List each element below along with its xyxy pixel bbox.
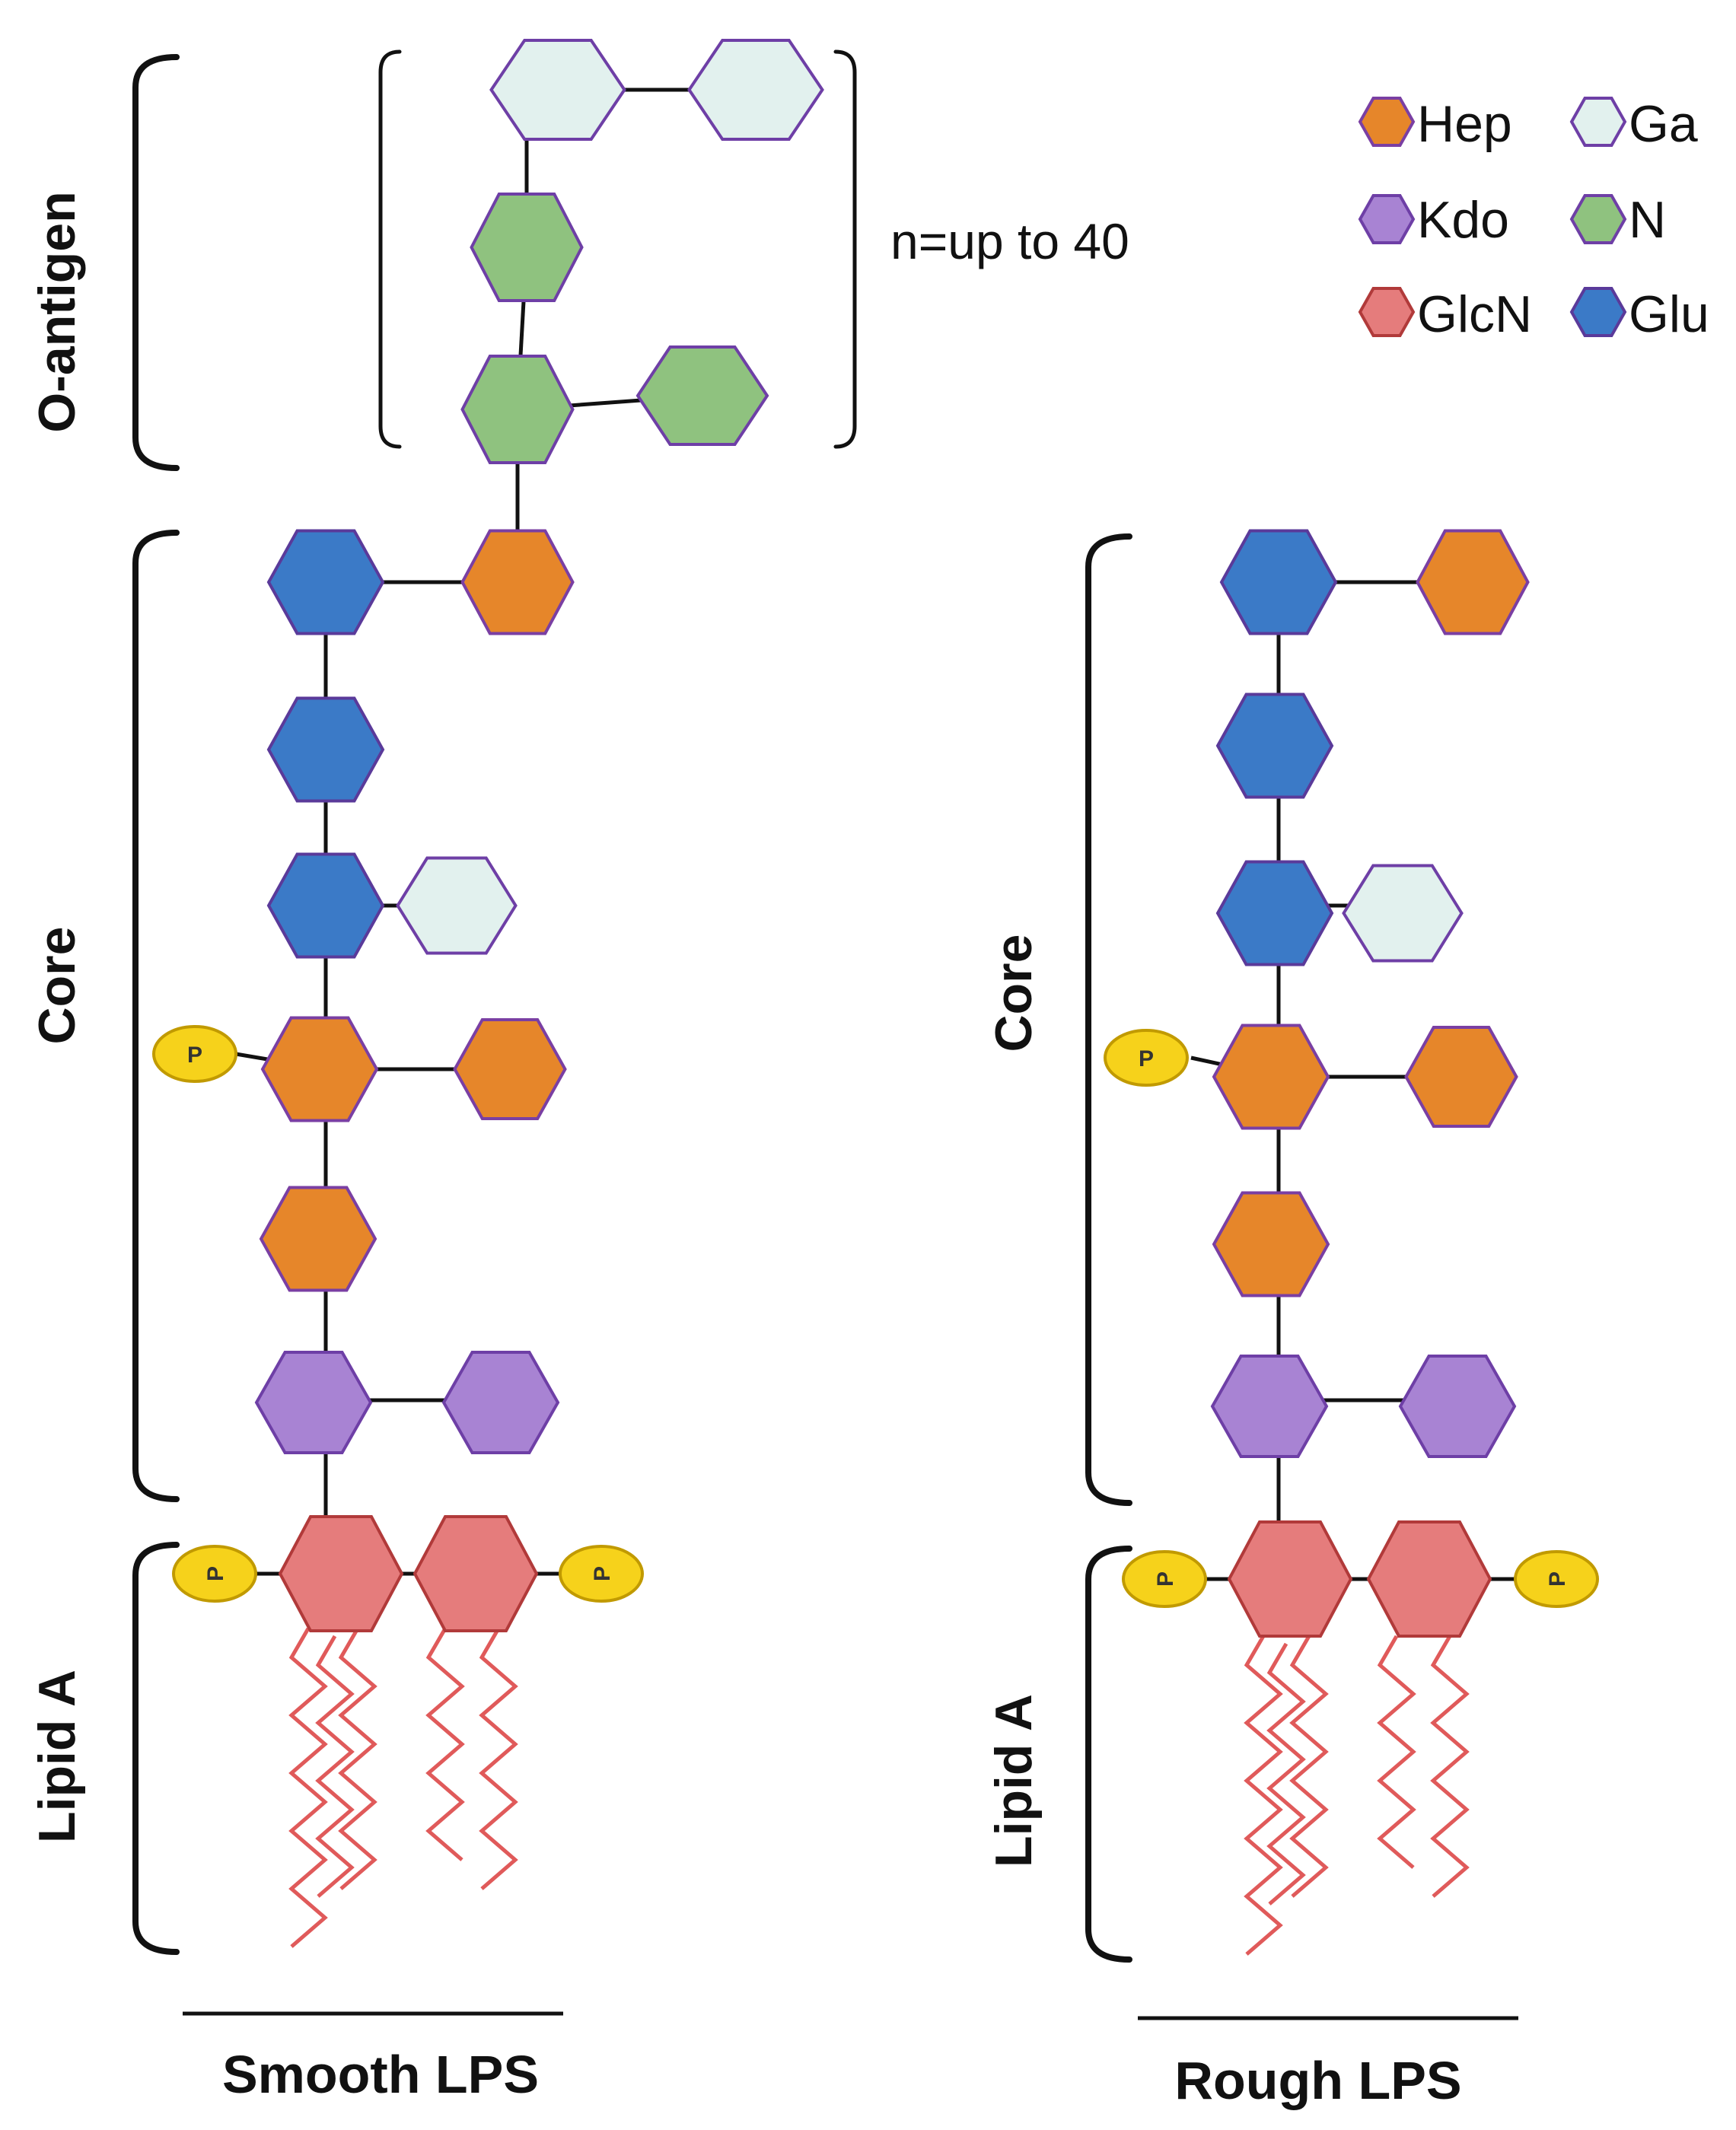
smooth-core-brace [132,530,180,1502]
rough-core-label: Core [985,934,1043,1052]
repeat-bracket-left [378,49,402,449]
smooth-core-glu-hexagon [266,529,385,635]
phosphate-label: P [187,1043,202,1068]
smooth-lipid-a-brace [132,1542,180,1955]
rough-lps-title: Rough LPS [1174,2051,1461,2110]
o-antigen-ga-hexagon [489,39,626,141]
rough-core-brace [1085,533,1132,1506]
legend-glcn-swatch [1358,287,1416,337]
region-brackets [132,49,1132,1963]
smooth-core-label: Core [28,927,86,1045]
lipid-chains [288,1627,1470,1956]
rough-core-glu-hexagon [1215,860,1334,966]
o-antigen-n-hexagon [460,355,575,464]
phosphate-groups: P P P P P P [152,1025,1599,1608]
smooth-lipid-chain-3 [338,1627,377,1890]
legend-n-swatch [1569,194,1627,244]
smooth-lipid-a-phosphate: P [172,1545,257,1603]
legend-kdo-swatch [1358,194,1416,244]
rough-core-phosphate: P [1104,1029,1189,1087]
rough-core-kdo-hexagon [1210,1355,1329,1458]
smooth-lipid-chain-2 [315,1635,355,1898]
rough-lipid-chain-1 [1244,1635,1283,1956]
rough-lipid-chain-5 [1430,1635,1470,1898]
rough-core-hep-hexagon [1404,1026,1518,1128]
legend-label-ga: Ga [1629,95,1698,153]
rough-core-ga-hexagon [1342,864,1464,963]
rough-lipid-a-label: Lipid A [985,1694,1043,1867]
smooth-lipid-chain-1 [288,1627,328,1948]
repeat-bracket-right [833,49,857,449]
phosphate-label: P [203,1566,228,1581]
o-antigen-label: O-antigen [28,191,86,432]
rough-lipid-chain-4 [1377,1635,1416,1869]
o-antigen-n-hexagon [470,193,584,302]
o-antigen-brace [132,54,180,471]
smooth-core-hep-hexagon [460,529,575,635]
legend-label-hep: Hep [1417,95,1512,153]
legend-hep-swatch [1358,97,1416,147]
smooth-core-kdo-hexagon [441,1351,560,1454]
legend-label-glu: Glu [1629,285,1709,343]
smooth-lipid-a-glcn-hexagon [278,1515,404,1632]
smooth-lipid-a-glcn-hexagon [412,1515,539,1632]
sugar-residues [254,39,1530,1638]
legend-glu-swatch [1569,287,1627,337]
smooth-lipid-chain-4 [425,1627,465,1861]
rough-lipid-a-brace [1085,1546,1132,1963]
o-antigen-n-hexagon [635,345,769,446]
smooth-core-hep-hexagon [259,1186,377,1292]
legend-ga-swatch [1569,97,1627,147]
phosphate-label: P [590,1566,615,1581]
repeat-count-label: n=up to 40 [890,213,1129,269]
phosphate-circle [152,1025,237,1083]
smooth-core-glu-hexagon [266,852,385,959]
phosphate-label: P [1153,1571,1178,1587]
smooth-core-hep-hexagon [453,1018,567,1120]
rough-core-glu-hexagon [1219,529,1338,635]
rough-lipid-chain-2 [1266,1642,1306,1906]
smooth-core-hep-hexagon [260,1016,379,1122]
rough-core-hep-hexagon [1212,1191,1330,1297]
smooth-core-kdo-hexagon [254,1351,373,1454]
phosphate-circle [1514,1550,1599,1608]
o-antigen-ga-hexagon [687,39,824,141]
legend-label-n: N [1629,191,1666,249]
legend [1358,97,1627,337]
smooth-core-glu-hexagon [266,696,385,803]
rough-core-glu-hexagon [1215,692,1334,799]
phosphate-circle [172,1545,257,1603]
phosphate-circle [1122,1550,1207,1608]
rough-lipid-a-glcn-hexagon [1227,1520,1353,1638]
smooth-lipid-a-phosphate: P [559,1545,644,1603]
rough-lipid-chain-3 [1289,1635,1329,1898]
rough-lipid-a-phosphate: P [1514,1550,1599,1608]
rough-core-kdo-hexagon [1398,1355,1517,1458]
rough-lipid-a-glcn-hexagon [1366,1520,1492,1638]
glycosidic-bonds [221,88,1549,1581]
rough-core-hep-hexagon [1416,529,1530,635]
smooth-core-phosphate: P [152,1025,237,1083]
rough-lipid-a-phosphate: P [1122,1550,1207,1608]
smooth-lipid-a-label: Lipid A [28,1670,86,1843]
smooth-lps-title: Smooth LPS [222,2045,539,2104]
phosphate-label: P [1545,1571,1570,1587]
legend-label-kdo: Kdo [1417,191,1509,249]
phosphate-label: P [1139,1046,1154,1071]
legend-label-glcn: GlcN [1417,285,1532,343]
phosphate-circle [559,1545,644,1603]
smooth-core-ga-hexagon [396,856,518,955]
phosphate-circle [1104,1029,1189,1087]
smooth-lipid-chain-5 [479,1627,518,1890]
rough-core-hep-hexagon [1212,1024,1330,1130]
